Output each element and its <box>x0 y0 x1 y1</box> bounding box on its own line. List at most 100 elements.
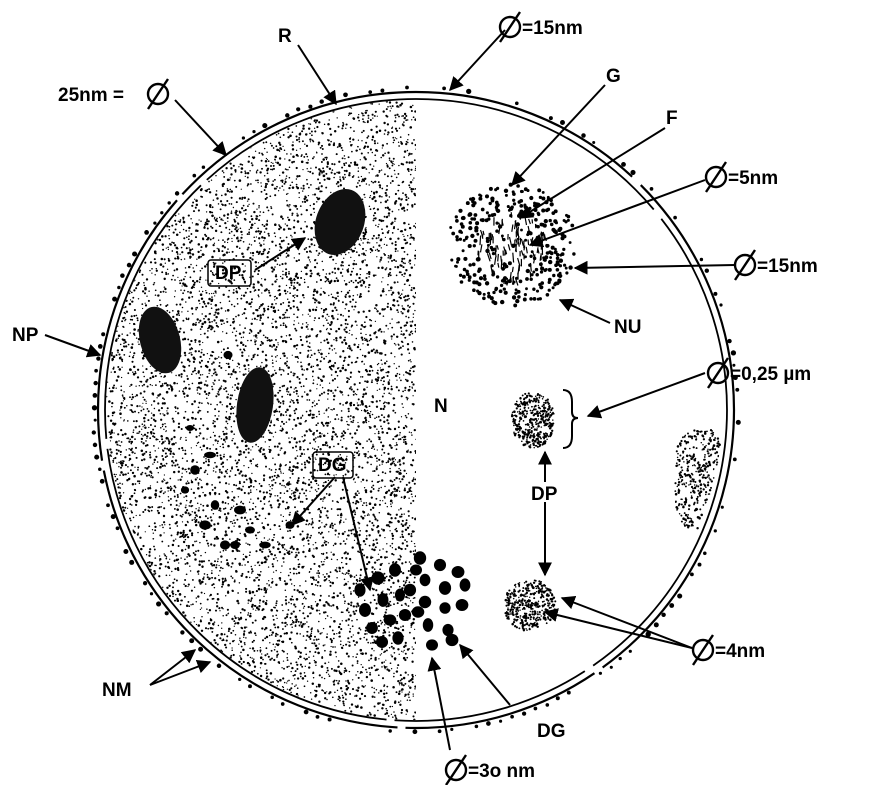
stipple-dot <box>266 583 267 584</box>
stipple-dot <box>408 298 410 300</box>
stipple-dot <box>285 263 287 265</box>
stipple-dot <box>411 540 413 542</box>
stipple-dot <box>389 647 390 648</box>
stipple-dot <box>398 654 399 655</box>
stipple-dot <box>289 496 291 498</box>
stipple-dot <box>258 588 261 591</box>
stipple-dot <box>202 291 203 292</box>
stipple-dot <box>370 411 371 412</box>
stipple-dot <box>211 293 212 294</box>
stipple-dot <box>161 455 163 457</box>
stipple-dot <box>265 141 267 143</box>
stipple-dot <box>320 288 321 289</box>
stipple-dot <box>176 525 178 527</box>
stipple-dot <box>404 488 406 490</box>
stipple-dot <box>337 268 339 270</box>
stipple-dot <box>350 602 352 604</box>
stipple-dot <box>188 584 190 586</box>
stipple-dot <box>112 387 115 390</box>
stipple-dot <box>327 398 328 399</box>
stipple-dot <box>393 603 395 605</box>
stipple-dot <box>326 672 328 674</box>
stipple-dot <box>255 336 256 337</box>
stipple-dot <box>403 258 405 260</box>
stipple-dot <box>245 588 247 590</box>
stipple-dot <box>133 323 135 325</box>
stipple-dot <box>200 366 202 368</box>
stipple-dot <box>174 495 176 497</box>
stipple-dot <box>198 495 201 498</box>
stipple-dot <box>276 188 277 189</box>
stipple-dot <box>251 162 253 164</box>
stipple-dot <box>191 205 193 207</box>
stipple-dot <box>205 627 207 629</box>
stipple-dot <box>346 123 348 125</box>
stipple-dot <box>323 574 324 575</box>
stipple-dot <box>212 244 214 246</box>
stipple-dot <box>261 551 263 553</box>
stipple-dot <box>341 167 343 169</box>
stipple-dot <box>399 586 401 588</box>
stipple-dot <box>322 269 324 271</box>
stipple-dot <box>414 685 416 687</box>
stipple-dot <box>306 183 308 185</box>
stipple-dot <box>280 471 281 472</box>
stipple-dot <box>288 271 290 273</box>
stipple-dot <box>223 176 225 178</box>
stipple-dot <box>267 252 269 254</box>
stipple-dot <box>228 394 229 395</box>
stipple-dot <box>374 705 376 707</box>
stipple-dot <box>374 351 376 353</box>
stipple-dot <box>387 306 389 308</box>
stipple-dot <box>408 184 410 186</box>
stipple-dot <box>394 363 395 364</box>
stipple-dot <box>347 364 349 366</box>
stipple-dot <box>374 449 375 450</box>
stipple-dot <box>155 375 157 377</box>
stipple-dot <box>273 147 275 149</box>
stipple-dot <box>385 372 387 374</box>
stipple-dot <box>382 408 384 410</box>
stipple-dot <box>206 211 207 212</box>
stipple-dot <box>220 555 222 557</box>
stipple-dot <box>206 504 209 507</box>
stipple-dot <box>269 484 270 485</box>
stipple-dot <box>356 429 358 431</box>
stipple-dot <box>409 691 410 692</box>
stipple-dot <box>331 668 333 670</box>
stipple-dot <box>384 362 386 364</box>
stipple-dot <box>407 399 408 400</box>
stipple-dot <box>227 190 229 192</box>
stipple-dot <box>390 662 392 664</box>
stipple-dot <box>390 393 391 394</box>
stipple-dot <box>377 390 378 391</box>
stipple-dot <box>313 366 314 367</box>
stipple-dot <box>312 139 314 141</box>
stipple-dot <box>326 636 328 638</box>
stipple-dot <box>295 552 297 554</box>
stipple-dot <box>109 431 111 433</box>
stipple-dot <box>160 435 162 437</box>
stipple-dot <box>372 152 374 154</box>
stipple-dot <box>330 646 331 647</box>
stipple-dot <box>156 467 158 469</box>
stipple-dot <box>318 349 320 351</box>
stipple-dot <box>214 577 216 579</box>
stipple-dot <box>398 209 399 210</box>
stipple-dot <box>282 480 284 482</box>
stipple-dot <box>332 392 334 394</box>
stipple-dot <box>322 148 324 150</box>
stipple-dot <box>249 648 250 649</box>
stipple-dot <box>113 384 115 386</box>
stipple-dot <box>168 496 169 497</box>
stipple-dot <box>199 356 201 358</box>
stipple-dot <box>206 438 207 439</box>
stipple-dot <box>136 284 138 286</box>
stipple-dot <box>350 376 352 378</box>
stipple-dot <box>272 318 274 320</box>
stipple-dot <box>280 374 282 376</box>
stipple-dot <box>388 414 390 416</box>
stipple-dot <box>356 251 358 253</box>
stipple-dot <box>401 341 403 343</box>
stipple-dot <box>279 497 281 499</box>
